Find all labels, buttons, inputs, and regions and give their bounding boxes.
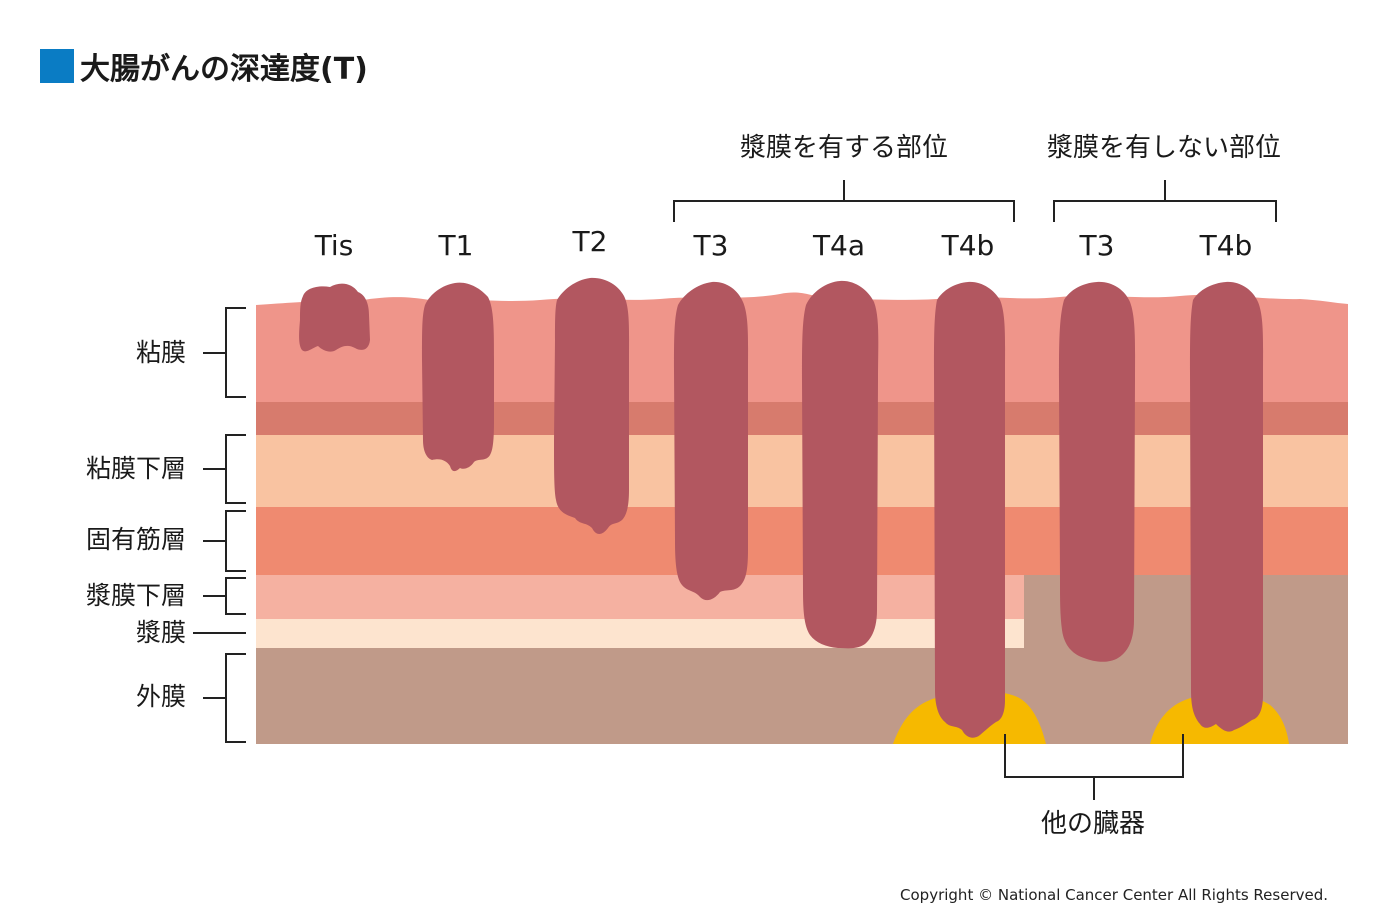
stage-label-t4a: T4a — [812, 229, 866, 262]
stage-label-t3-no-serosa: T3 — [1079, 229, 1115, 262]
layer-label-subserosa: 漿膜下層 — [85, 581, 186, 610]
layer-subserosa — [256, 575, 1024, 619]
copyright-notice: Copyright © National Cancer Center All R… — [900, 886, 1328, 904]
tumor-t3 — [674, 281, 749, 601]
stage-label-t4b: T4b — [941, 229, 995, 262]
tumor-tis — [299, 283, 370, 352]
bracket-group-no-serosa — [1053, 180, 1277, 222]
tumor-t4b-serosa-site — [934, 281, 1006, 738]
stage-label-t2: T2 — [572, 225, 608, 258]
bracket-adventitia — [203, 653, 246, 743]
group-brackets — [673, 180, 1277, 222]
layer-label-muscularis-propria: 固有筋層 — [85, 525, 186, 554]
tumor-t4b-no-serosa-site — [1190, 281, 1264, 732]
bracket-muscularis-propria — [203, 510, 246, 572]
layer-brackets — [193, 307, 246, 743]
layer-label-adventitia: 外膜 — [135, 682, 186, 711]
tumor-t4a — [802, 280, 879, 649]
layer-label-serosa: 漿膜 — [135, 618, 186, 647]
title-block: 大腸がんの深達度(T) — [40, 46, 368, 87]
other-organ-label: 他の臓器 — [1040, 809, 1145, 839]
bracket-group-serosa — [673, 180, 1015, 222]
organ-bracket — [1004, 734, 1184, 800]
tumor-t2 — [554, 277, 630, 534]
tumor-t3-no-serosa-site — [1059, 281, 1136, 662]
layer-muscularis-mucosae — [256, 402, 1348, 435]
layer-muscularis-propria — [256, 507, 1348, 575]
layer-serosa — [256, 619, 1024, 648]
bracket-subserosa — [203, 577, 246, 615]
bracket-mucosa — [203, 307, 246, 398]
tumors — [299, 277, 1264, 738]
bracket-other-organ — [1004, 734, 1184, 800]
group-label-no-serosa-site: 漿膜を有しない部位 — [1046, 133, 1281, 163]
layer-label-mucosa: 粘膜 — [135, 338, 186, 367]
page-title: 大腸がんの深達度(T) — [80, 52, 368, 87]
layer-submucosa — [256, 435, 1348, 507]
stage-label-t1: T1 — [438, 229, 474, 262]
layer-label-submucosa: 粘膜下層 — [85, 454, 186, 483]
stage-label-t4b-no-serosa: T4b — [1199, 229, 1253, 262]
group-label-serosa-site: 漿膜を有する部位 — [739, 133, 948, 163]
stage-label-tis: Tis — [314, 229, 354, 262]
bracket-submucosa — [203, 434, 246, 504]
stage-label-t3: T3 — [693, 229, 729, 262]
title-square-icon — [40, 49, 74, 83]
tumor-t1 — [422, 282, 494, 472]
layer-mucosa — [256, 292, 1348, 402]
tissue-layers — [256, 292, 1348, 744]
